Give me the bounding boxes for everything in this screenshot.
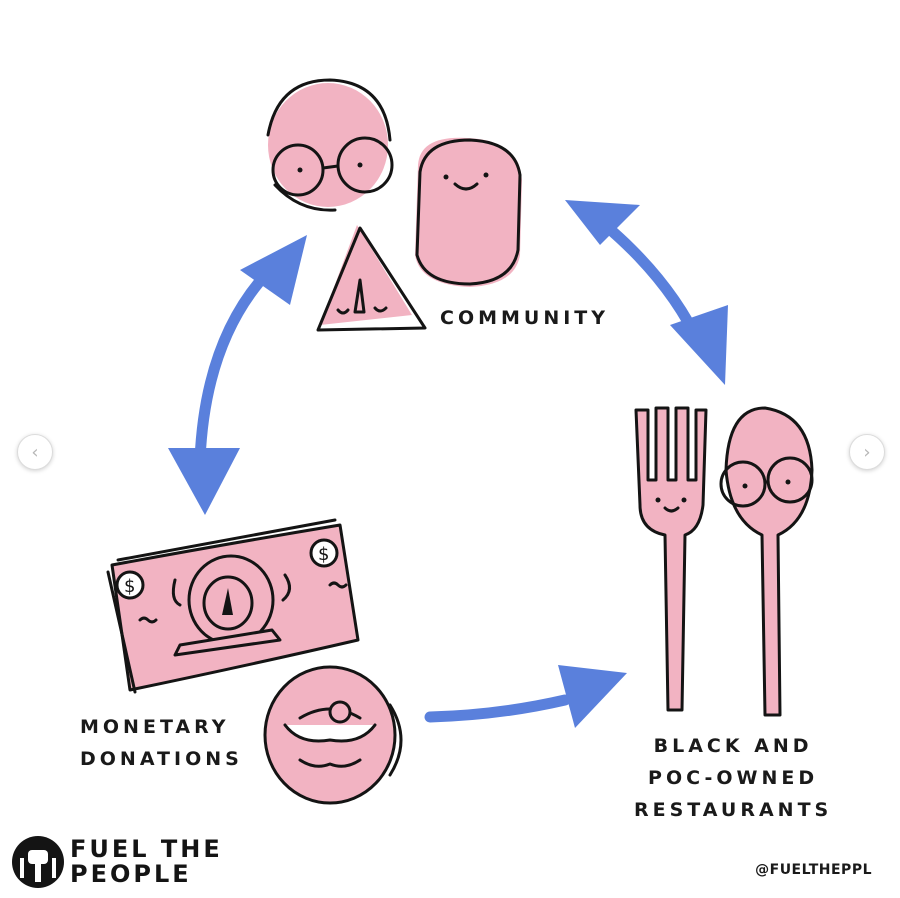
community-group (268, 80, 522, 330)
carousel-next-button[interactable]: › (849, 434, 885, 470)
donations-label-line1: MONETARY (80, 711, 243, 743)
community-label-text: COMMUNITY (440, 302, 609, 334)
restaurants-label: BLACK AND POC-OWNED RESTAURANTS (634, 730, 832, 826)
svg-text:$: $ (124, 576, 135, 597)
spoon (721, 408, 812, 715)
brand-name-line1: FUEL THE (70, 837, 223, 862)
fist-fork-logo-icon (12, 836, 64, 888)
arrow-community-donations (168, 235, 307, 515)
brand-name: FUEL THE PEOPLE (70, 837, 223, 887)
community-label: COMMUNITY (440, 302, 609, 334)
coin (265, 667, 401, 803)
brand-logo-block: FUEL THE PEOPLE (12, 836, 223, 888)
restaurants-label-line2: POC-OWNED (634, 762, 832, 794)
chevron-left-icon: ‹ (31, 442, 38, 463)
oval-person (415, 138, 522, 287)
social-handle: @FUELTHEPPL (755, 862, 872, 878)
carousel-prev-button[interactable]: ‹ (17, 434, 53, 470)
glasses-person (268, 80, 392, 210)
restaurants-label-line3: RESTAURANTS (634, 794, 832, 826)
restaurants-label-line1: BLACK AND (634, 730, 832, 762)
triangle-person (318, 225, 425, 330)
brand-name-line2: PEOPLE (70, 862, 223, 887)
chevron-right-icon: › (863, 442, 870, 463)
donations-label: MONETARY DONATIONS (80, 711, 243, 775)
arrow-community-restaurants (565, 200, 728, 385)
fork (636, 408, 706, 710)
arrow-donations-restaurants (430, 665, 627, 728)
donations-label-line2: DONATIONS (80, 743, 243, 775)
svg-text:$: $ (318, 544, 329, 565)
